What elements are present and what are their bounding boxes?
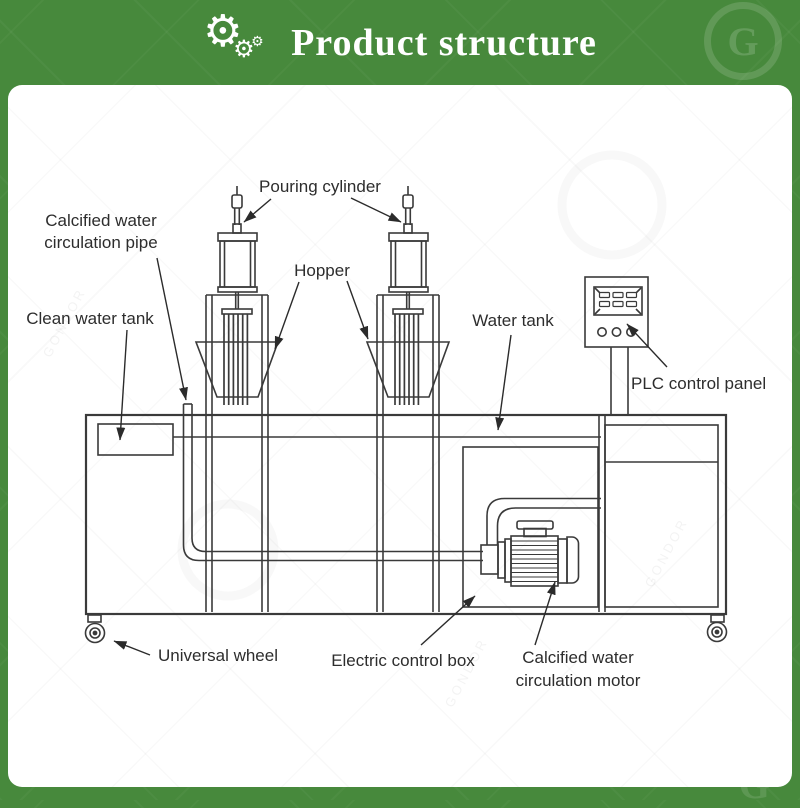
gears-icon: ⚙ ⚙ ⚙ (203, 9, 265, 70)
gear-icon-large: ⚙ (203, 6, 243, 56)
content-card: GONDOR GONDOR GONDOR (8, 85, 792, 787)
label-hopper: Hopper (294, 261, 350, 280)
label-motor-2: circulation motor (516, 671, 641, 690)
wheel-right (706, 614, 728, 643)
pump-box (480, 544, 499, 575)
brand-watermark-icon: G (704, 2, 782, 80)
label-motor-1: Calcified water (522, 648, 634, 667)
gear-icon-medium: ⚙ (233, 35, 255, 63)
plc-screen (593, 286, 643, 316)
water-tank-body (84, 413, 728, 616)
label-electric-control-box: Electric control box (331, 651, 475, 670)
watermark-circles (177, 150, 667, 601)
hopper-right (365, 341, 451, 398)
label-calcified-pipe-1: Calcified water (45, 211, 157, 230)
gear-icon-small: ⚙ (251, 32, 264, 49)
needle-rack-left (223, 314, 249, 405)
hopper-left (194, 341, 280, 398)
needle-rack-right (394, 314, 420, 405)
pouring-cylinder-right (388, 186, 429, 405)
label-pouring-cylinder: Pouring cylinder (259, 177, 381, 196)
page-title: Product structure (291, 21, 597, 64)
electric-control-box (462, 446, 599, 608)
support-frame-right (376, 294, 440, 612)
circulation-motor (480, 520, 580, 587)
label-plc-control-panel: PLC control panel (631, 374, 766, 393)
label-calcified-pipe-2: circulation pipe (44, 233, 157, 252)
label-clean-water-tank: Clean water tank (26, 309, 154, 328)
plc-stand (610, 347, 629, 415)
support-frame-left (205, 294, 269, 612)
circulation-pipe-loop (486, 497, 601, 545)
plc-control-panel (584, 276, 649, 415)
clean-water-tank-box (97, 423, 174, 456)
diagram-labels: Pouring cylinder Calcified water circula… (26, 177, 766, 690)
header-banner: ⚙ ⚙ ⚙ Product structure (0, 0, 800, 85)
motor-fins (511, 540, 558, 583)
plc-buttons (598, 291, 638, 308)
leader-arrows (113, 197, 668, 656)
label-water-tank: Water tank (472, 311, 554, 330)
calcified-water-pipe (182, 403, 483, 562)
right-panel (604, 424, 719, 608)
pouring-cylinder-left (217, 186, 258, 405)
label-universal-wheel: Universal wheel (158, 646, 278, 665)
wheel-left (84, 614, 106, 644)
